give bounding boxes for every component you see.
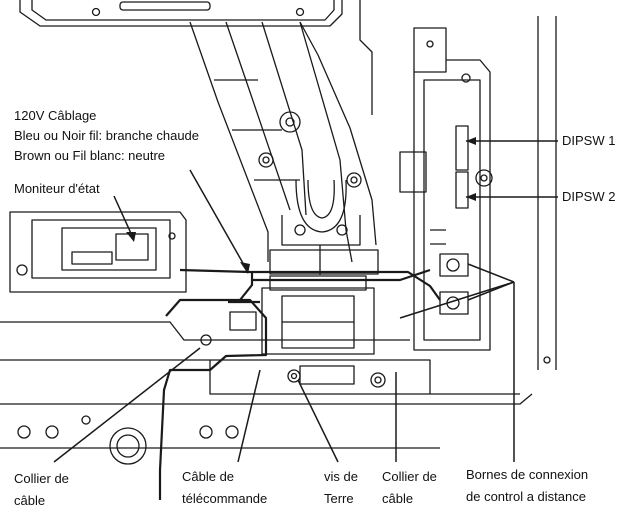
wiring-label-line2: Bleu ou Noir fil: branche chaude	[14, 128, 200, 143]
wiring-label-line1: 120V Câblage	[14, 108, 97, 123]
arrowheads	[126, 137, 476, 274]
leader-clamp-left	[53, 347, 201, 463]
arrow-status-monitor	[126, 232, 136, 242]
leader-ground-screw	[297, 379, 339, 463]
right-wall	[537, 16, 557, 370]
ground-screw-line2: Terre	[324, 491, 354, 506]
transformer-block	[261, 275, 375, 355]
status-monitor-label: Moniteur d'état	[14, 181, 100, 196]
remote-cable-label: Câble de télécommande	[182, 466, 267, 510]
leader-lines	[53, 140, 558, 463]
arrow-dipsw1	[466, 137, 476, 145]
cable-clamp-left-line1: Collier de	[14, 471, 69, 486]
leader-terminal-1	[467, 263, 515, 283]
cable-clamp-right-line1: Collier de	[382, 469, 437, 484]
arrow-dipsw2	[466, 193, 476, 201]
remote-cable-line2: télécommande	[182, 491, 268, 506]
wiring-harness	[158, 268, 441, 500]
cable-clamp-left-label: Collier de câble	[14, 468, 69, 512]
status-monitor-housing	[9, 211, 187, 293]
dipsw1-label: DIPSW 1	[562, 133, 616, 148]
bottom-chassis	[0, 311, 533, 465]
control-board	[399, 27, 493, 351]
wiring-label: 120V Câblage Bleu ou Noir fil: branche c…	[14, 106, 199, 166]
remote-cable-line1: Câble de	[182, 469, 235, 484]
dipsw2-label: DIPSW 2	[562, 189, 616, 204]
remote-terminals-line2: de control a distance	[466, 489, 586, 504]
top-bracket	[19, 0, 373, 115]
remote-terminals-line1: Bornes de connexion	[466, 467, 589, 482]
leader-terminal-3	[399, 281, 515, 319]
manifold-arm	[189, 21, 379, 275]
ground-screw-line1: vis de	[324, 469, 358, 484]
wiring-label-line3: Brown ou Fil blanc: neutre	[14, 148, 166, 163]
cable-clamp-left-line2: câble	[14, 493, 46, 508]
leader-wiring	[189, 169, 249, 273]
cable-clamp-right-label: Collier de câble	[382, 466, 437, 510]
leader-remote-cable	[237, 369, 261, 463]
arrow-wiring	[240, 262, 250, 274]
ground-screw-label: vis de Terre	[324, 466, 358, 510]
cable-clamp-right-line2: câble	[382, 491, 414, 506]
remote-terminals-label: Bornes de connexion de control a distanc…	[466, 464, 588, 508]
